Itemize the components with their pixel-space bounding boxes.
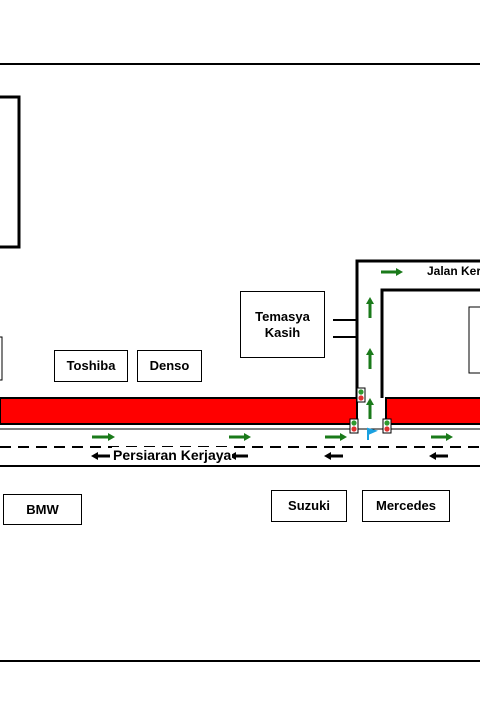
- congestion-segment-west: [0, 397, 358, 425]
- traffic-arrow-west: [229, 452, 248, 460]
- traffic-arrow-north: [366, 297, 374, 318]
- building-label-toshiba: Toshiba: [54, 350, 128, 382]
- traffic-arrow-north: [366, 348, 374, 369]
- traffic-arrow-west: [91, 452, 110, 460]
- congestion-segment-east: [385, 397, 480, 425]
- building-outline-left: [0, 95, 21, 249]
- building-label-temasya-line1: Temasya: [255, 308, 310, 324]
- traffic-light: [382, 418, 392, 434]
- traffic-light: [356, 387, 366, 403]
- traffic-arrow-east: [229, 433, 251, 441]
- traffic-arrow-north: [366, 398, 374, 419]
- building-label-denso: Denso: [137, 350, 202, 382]
- traffic-arrow-west: [324, 452, 343, 460]
- building-label-temasya-line2: Kasih: [264, 324, 301, 340]
- side-road-east-edge: [380, 288, 480, 398]
- building-outline-left-small: [0, 336, 3, 381]
- traffic-arrow-east: [325, 433, 347, 441]
- road-label-persiaran-kerjaya: Persiaran Kerjaya: [112, 447, 233, 464]
- side-road-west-edge: [355, 259, 480, 398]
- traffic-arrow-east: [431, 433, 453, 441]
- building-label-bmw: BMW: [3, 494, 82, 525]
- road-label-jalan-kerjaya: Jalan Ker: [427, 264, 480, 279]
- traffic-arrow-east: [381, 268, 403, 276]
- flag-icon: [367, 427, 378, 440]
- building-label-suzuki: Suzuki: [271, 490, 347, 522]
- building-outline-right: [468, 306, 480, 374]
- traffic-light: [349, 418, 359, 434]
- building-label-mercedes: Mercedes: [362, 490, 450, 522]
- traffic-arrow-west: [429, 452, 448, 460]
- traffic-arrow-east: [92, 433, 115, 441]
- building-label-temasya-kasih: Temasya Kasih: [240, 291, 325, 358]
